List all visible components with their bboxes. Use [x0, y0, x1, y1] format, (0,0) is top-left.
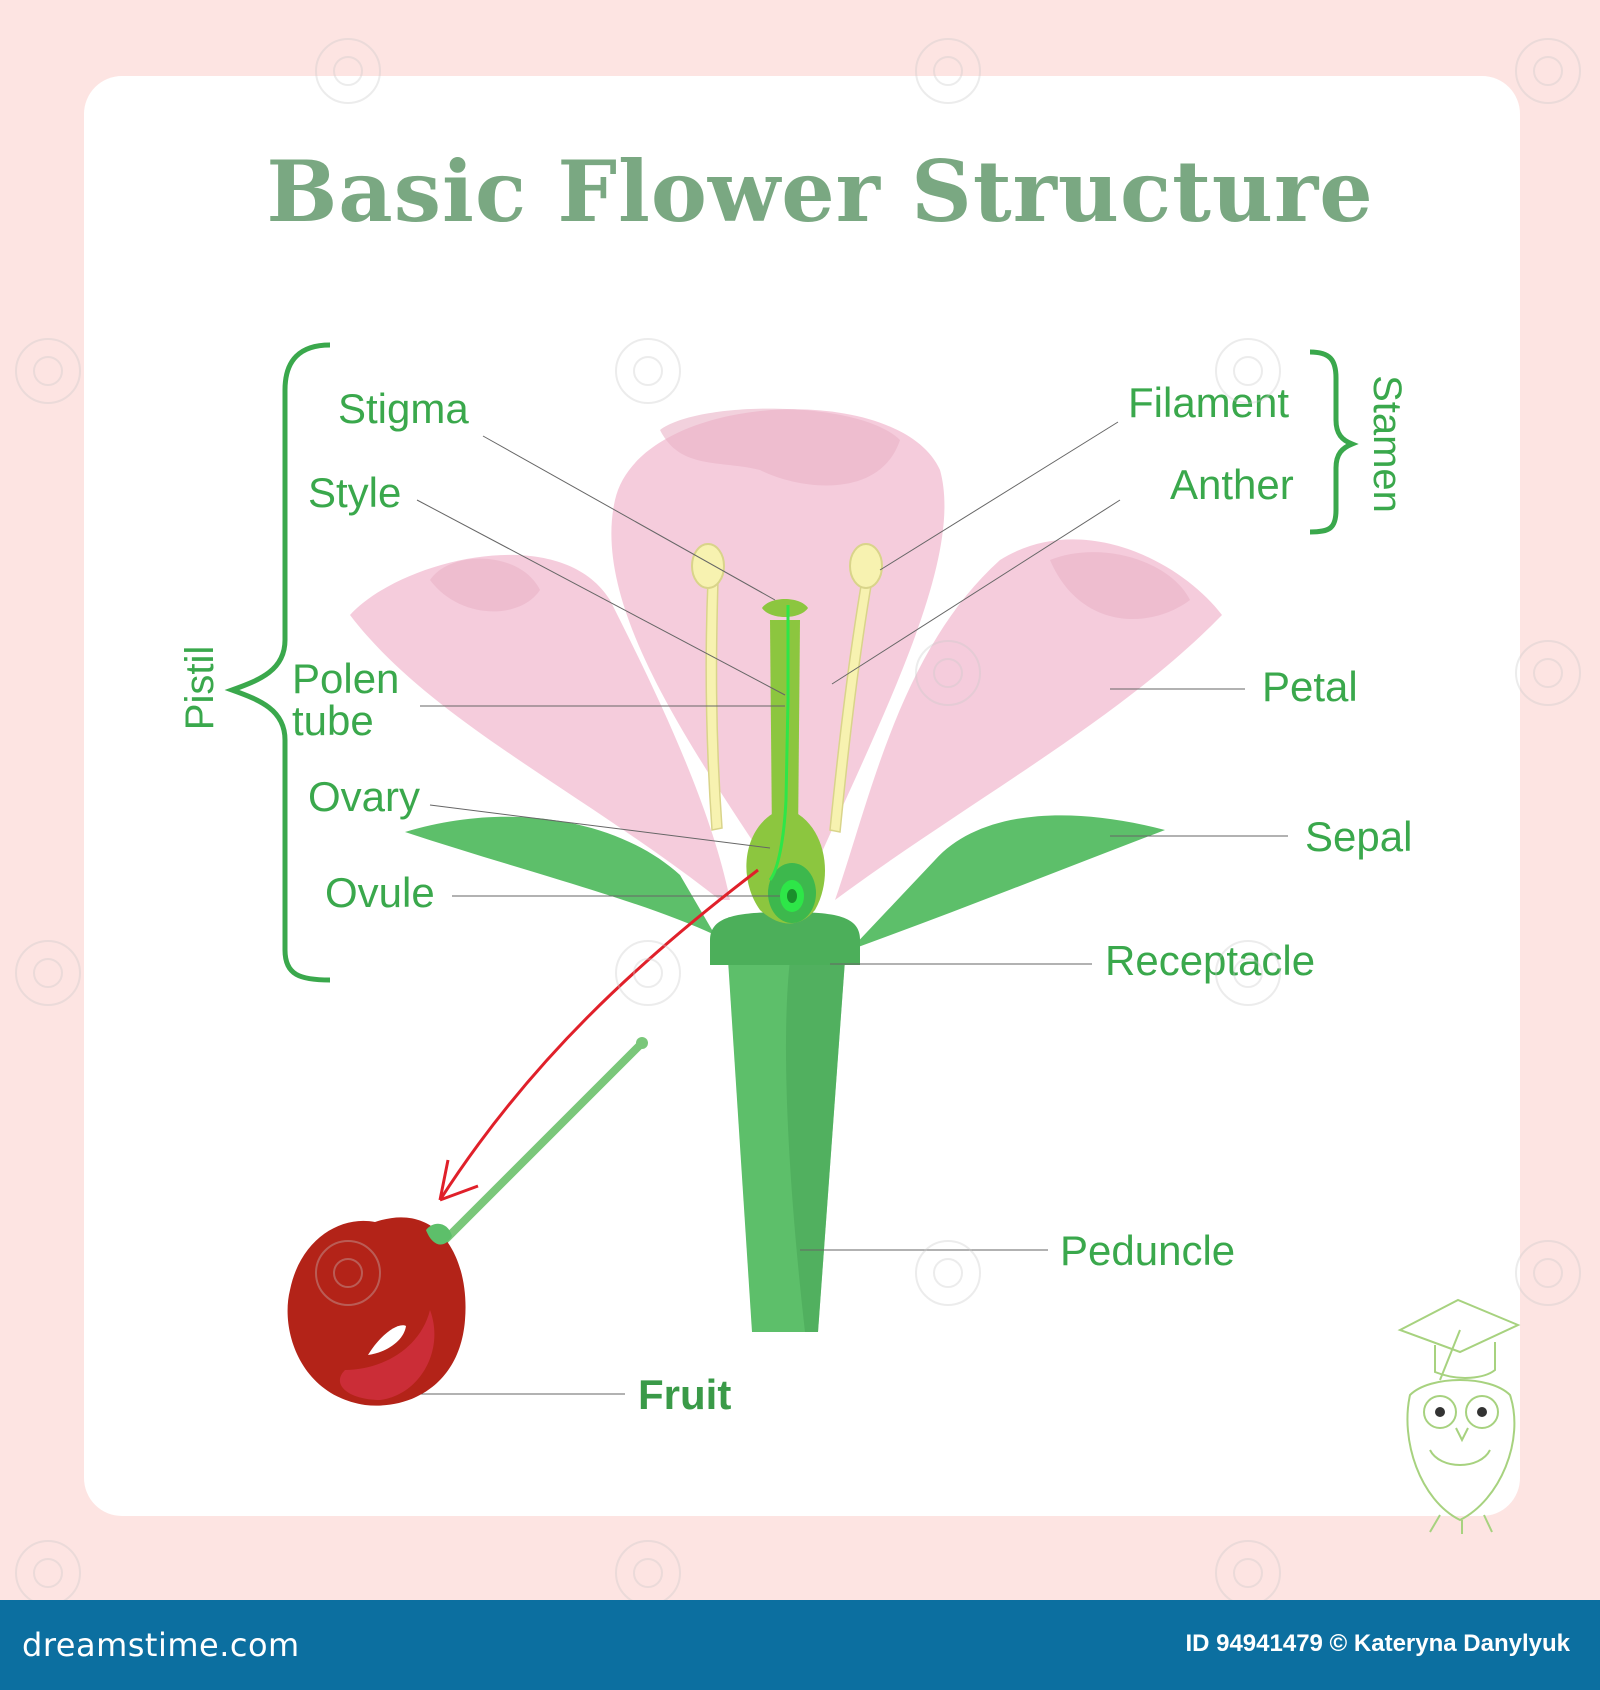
peduncle-shade	[785, 960, 845, 1332]
fruit-stem-tip	[636, 1037, 648, 1049]
sepal-right	[850, 815, 1165, 950]
watermark-icon	[315, 38, 381, 104]
ovule-core	[787, 889, 797, 903]
label-polen: Polen	[292, 655, 400, 702]
watermark-icon	[1215, 338, 1281, 404]
watermark-icon	[615, 940, 681, 1006]
anther-right	[849, 543, 883, 589]
watermark-icon	[1515, 640, 1581, 706]
label-ovule: Ovule	[325, 869, 435, 916]
label-peduncle: Peduncle	[1060, 1227, 1236, 1274]
watermark-icon	[615, 338, 681, 404]
fruit-highlight	[368, 1325, 406, 1355]
watermark-icon	[915, 640, 981, 706]
watermark-icon	[1215, 940, 1281, 1006]
stamen-brace	[1309, 349, 1359, 535]
label-ovary: Ovary	[308, 773, 421, 820]
flower-diagram	[224, 342, 1521, 1534]
watermark-icon	[915, 38, 981, 104]
image-credit: ID 94941479 © Kateryna Danylyuk	[1185, 1630, 1570, 1657]
development-arrow-head	[438, 1159, 479, 1202]
petal-left	[350, 554, 730, 900]
fruit-shade	[339, 1310, 435, 1400]
label-petal: Petal	[1262, 663, 1358, 710]
pistil-brace	[224, 342, 331, 983]
watermark-icon	[615, 1540, 681, 1606]
petal-shade-right	[1050, 552, 1190, 620]
page-title: Basic Flower Structure	[266, 142, 1374, 241]
owl-mascot-icon	[1397, 1298, 1521, 1534]
label-receptacle: Receptacle	[1105, 937, 1316, 984]
watermark-icon	[15, 338, 81, 404]
petal-shade-center	[660, 408, 900, 486]
group-label-pistil: Pistil	[178, 645, 223, 731]
label-sepal: Sepal	[1305, 813, 1413, 860]
pistil-stigma	[762, 599, 808, 617]
watermark-icon	[15, 1540, 81, 1606]
anther-left	[691, 543, 725, 589]
label-fruit: Fruit	[638, 1371, 732, 1418]
watermark-icon	[315, 1240, 381, 1306]
receptacle-shape	[710, 912, 860, 965]
label-polen-tube: tube	[292, 697, 374, 744]
label-stigma: Stigma	[338, 385, 469, 432]
pollen-tube	[768, 605, 790, 881]
label-anther: Anther	[1170, 461, 1294, 508]
watermark-icon	[15, 940, 81, 1006]
petal-shade-left	[430, 558, 540, 612]
fruit-stem	[436, 1039, 646, 1249]
watermark-icon	[1515, 1240, 1581, 1306]
sepal-left	[405, 816, 715, 935]
watermark-icon	[1215, 1540, 1281, 1606]
petal-right	[835, 539, 1222, 900]
fruit-calyx	[426, 1223, 452, 1245]
watermark-icon	[1515, 38, 1581, 104]
watermark-icon	[915, 1240, 981, 1306]
footer-bar: dreamstime.com ID 94941479 © Kateryna Da…	[0, 1600, 1600, 1690]
development-arrow	[438, 868, 759, 1201]
brand-logo[interactable]: dreamstime.com	[22, 1626, 300, 1664]
label-style: Style	[308, 469, 402, 516]
pistil-style	[770, 620, 800, 840]
group-label-stamen: Stamen	[1364, 375, 1409, 513]
filament-right	[829, 579, 873, 833]
